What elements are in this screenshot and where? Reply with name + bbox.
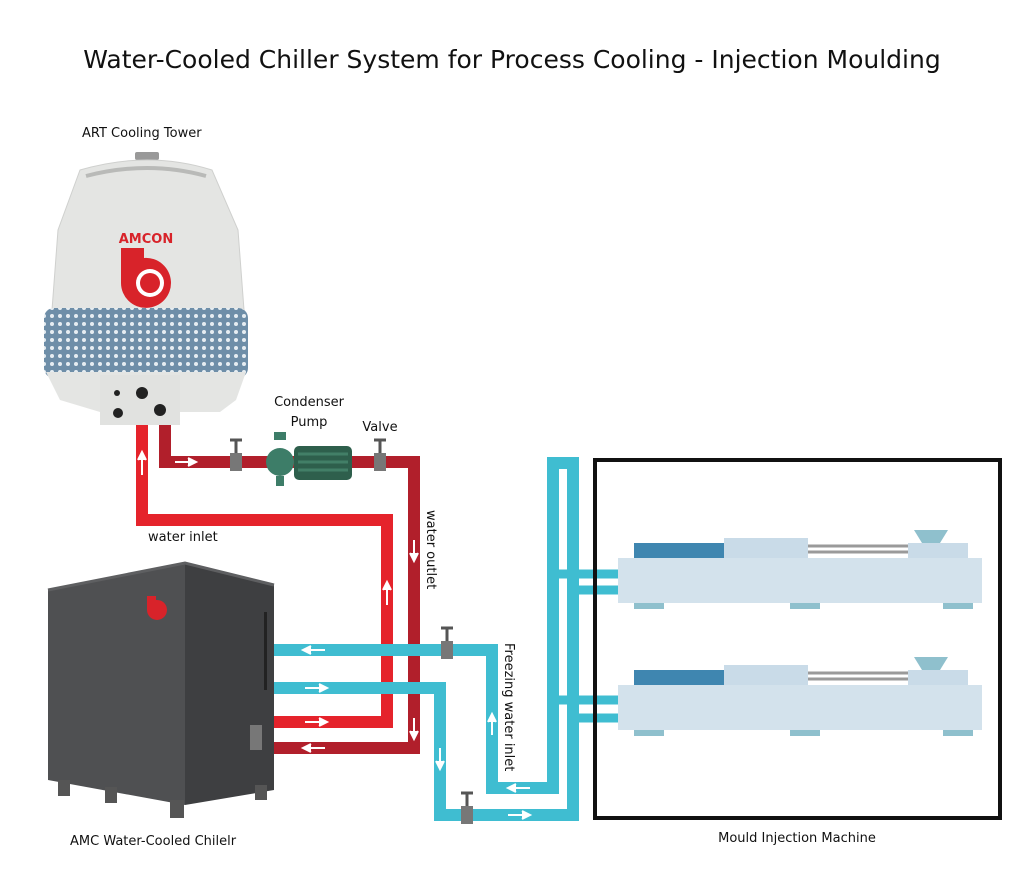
water-inlet-pipe — [136, 425, 393, 728]
valve-icon[interactable] — [374, 438, 386, 471]
machine-label: Mould Injection Machine — [718, 831, 876, 846]
flow-arrows — [137, 449, 533, 820]
water-outlet-label: water outlet — [423, 510, 438, 589]
valve-icon[interactable] — [230, 438, 242, 471]
injection-machine — [618, 530, 982, 609]
water-outlet-pipe — [159, 425, 420, 754]
water-inlet-label: water inlet — [148, 530, 218, 545]
injection-machine — [618, 657, 982, 736]
chiller-unit — [47, 561, 275, 818]
mould-machine-enclosure — [593, 458, 1002, 820]
amcon-logo-icon — [121, 248, 171, 308]
condenser-pump-icon — [266, 432, 352, 486]
valve-label: Valve — [362, 420, 397, 435]
cooling-tower: AMCON — [44, 152, 248, 425]
valve-icon[interactable] — [461, 791, 473, 824]
machine-branch-pipes — [553, 569, 618, 723]
chiller-logo-icon — [147, 596, 167, 620]
chiller-label: AMC Water-Cooled Chilelr — [70, 834, 237, 849]
diagram-title: Water-Cooled Chiller System for Process … — [83, 45, 940, 74]
valve-icon[interactable] — [441, 626, 453, 659]
tower-logo-text: AMCON — [119, 232, 173, 247]
condenser-pump-label-2: Pump — [291, 415, 328, 430]
cooling-tower-label: ART Cooling Tower — [82, 126, 202, 141]
condenser-pump-label: Condenser — [274, 395, 345, 410]
freezing-water-inlet-label: Freezing water inlet — [501, 643, 516, 771]
